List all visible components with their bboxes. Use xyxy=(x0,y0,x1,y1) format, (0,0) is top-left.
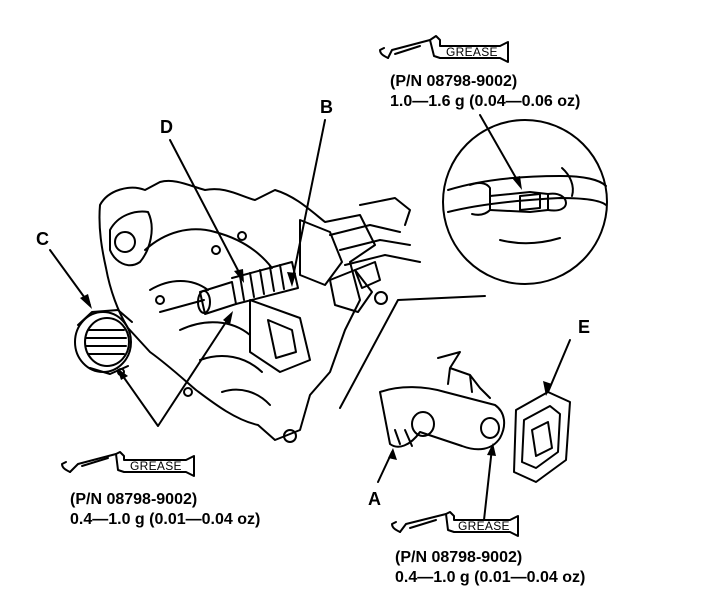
callout-label-b: B xyxy=(320,97,333,117)
grease-spec-left: (P/N 08798-9002) 0.4—1.0 g (0.01—0.04 oz… xyxy=(70,490,260,530)
release-bearing xyxy=(74,309,133,376)
grease-spec-bottom-right: (P/N 08798-9002) 0.4—1.0 g (0.01—0.04 oz… xyxy=(395,548,585,588)
grease-spec-top: (P/N 08798-9002) 1.0—1.6 g (0.04—0.06 oz… xyxy=(390,72,580,112)
grease-amount: 1.0—1.6 g (0.04—0.06 oz) xyxy=(390,93,581,110)
grease-tube-icons xyxy=(61,35,519,537)
callout-label-c: C xyxy=(36,229,49,249)
part-number: (P/N 08798-9002) xyxy=(70,491,198,508)
callout-label-a: A xyxy=(368,489,381,509)
callout-label-d: D xyxy=(160,117,173,137)
grease-amount: 0.4—1.0 g (0.01—0.04 oz) xyxy=(395,569,586,586)
input-shaft xyxy=(159,261,299,315)
grease-label-top: GREASE xyxy=(446,45,498,59)
boot xyxy=(513,391,571,483)
part-number: (P/N 08798-9002) xyxy=(390,73,518,90)
leader-lines xyxy=(49,114,571,521)
grease-amount: 0.4—1.0 g (0.01—0.04 oz) xyxy=(70,511,261,528)
part-number: (P/N 08798-9002) xyxy=(395,549,523,566)
grease-label-bottom-right: GREASE xyxy=(458,519,510,533)
transmission-housing xyxy=(98,180,421,443)
grease-tube-icon-bottom-right xyxy=(391,511,519,537)
grease-label-left: GREASE xyxy=(130,459,182,473)
release-fork xyxy=(379,351,506,451)
grease-tube-icon-top xyxy=(379,35,509,63)
arrowheads xyxy=(80,176,552,460)
callout-label-e: E xyxy=(578,317,591,337)
detail-circle xyxy=(442,119,608,285)
grease-tube-icon-left xyxy=(61,451,195,477)
